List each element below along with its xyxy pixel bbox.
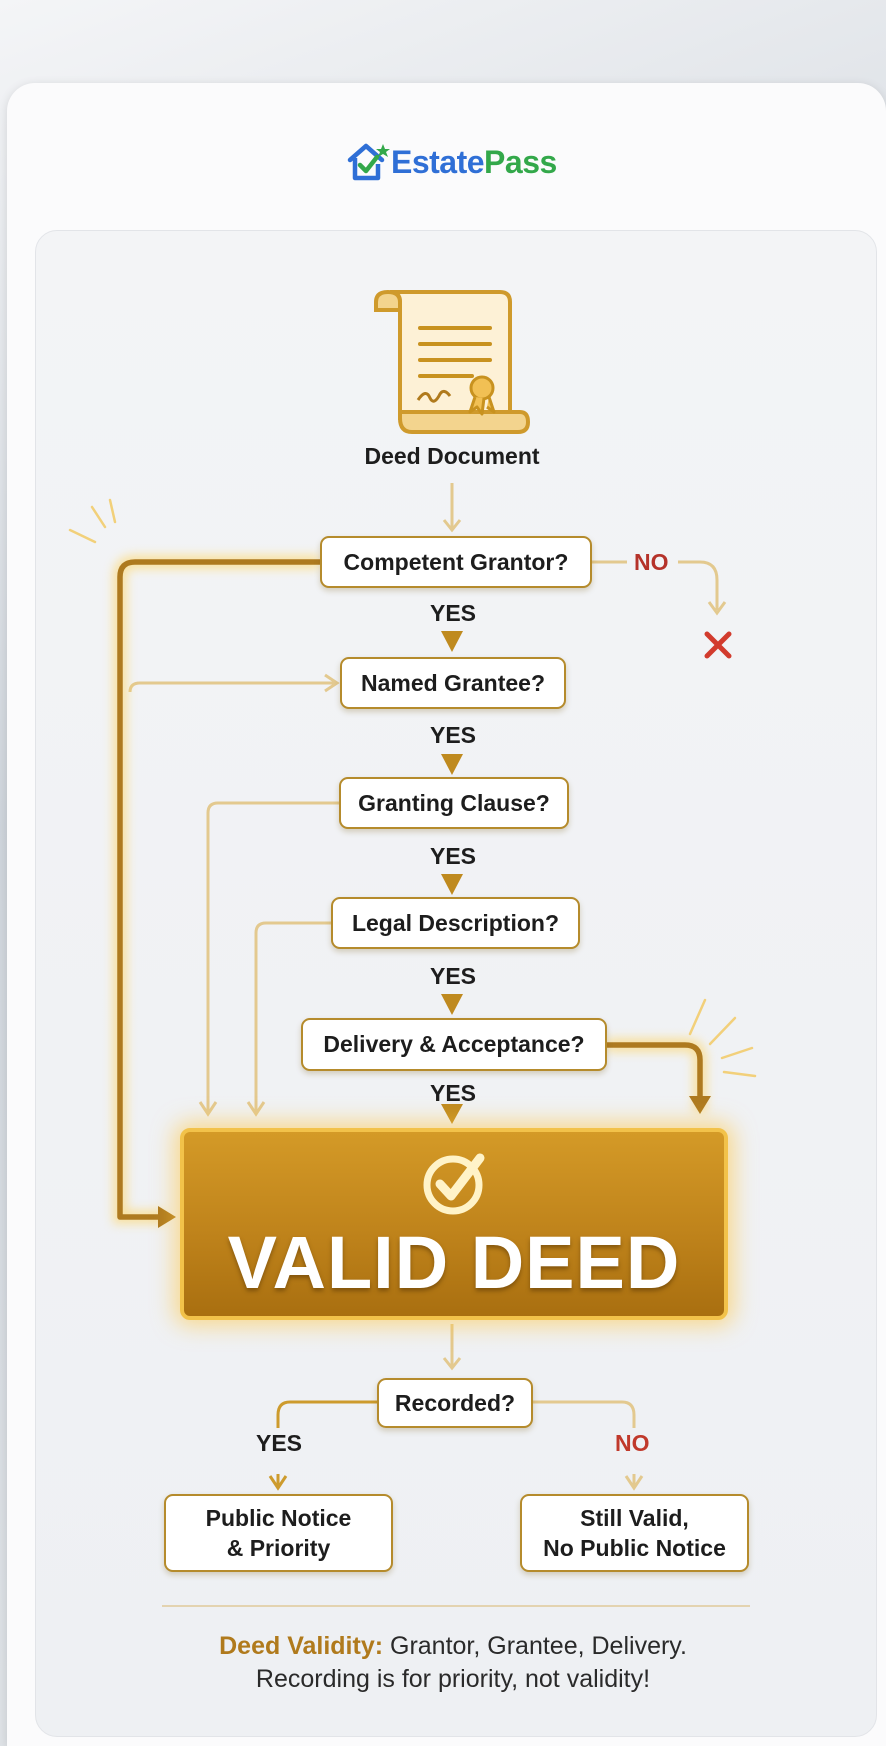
yes-label-3: YES: [430, 843, 477, 869]
yes-label-5: YES: [430, 1080, 477, 1106]
yes-label-2: YES: [430, 722, 477, 748]
yes-label-recorded: YES: [256, 1430, 303, 1456]
yes-label-4: YES: [430, 963, 477, 989]
no-label-grantor: NO: [634, 549, 669, 575]
check-circle-icon: [423, 1153, 485, 1215]
logo: EstatePass: [345, 140, 557, 184]
flowchart-panel: [35, 230, 877, 1737]
step-legal-description: Legal Description?: [331, 897, 580, 949]
divider: [162, 1605, 750, 1607]
footer-line-2: Recording is for priority, not validity!: [255, 1665, 651, 1693]
recorded-question: Recorded?: [377, 1378, 533, 1428]
yes-label-1: YES: [430, 600, 477, 626]
step-granting-clause: Granting Clause?: [339, 777, 569, 829]
footer-line-1: Deed Validity: Grantor, Grantee, Deliver…: [219, 1632, 687, 1660]
document-label: Deed Document: [364, 443, 540, 469]
reject-x-icon: [704, 631, 732, 659]
valid-deed-banner: VALID DEED: [180, 1128, 728, 1320]
outcome-still-valid: Still Valid,No Public Notice: [520, 1494, 749, 1572]
no-label-recorded: NO: [615, 1430, 650, 1456]
valid-deed-text: VALID DEED: [227, 1221, 681, 1304]
step-delivery-acceptance: Delivery & Acceptance?: [301, 1018, 607, 1071]
house-check-icon: [347, 143, 390, 181]
scroll-document-icon: [374, 289, 531, 434]
step-competent-grantor: Competent Grantor?: [320, 536, 592, 588]
step-named-grantee: Named Grantee?: [340, 657, 566, 709]
outcome-public-notice: Public Notice& Priority: [164, 1494, 393, 1572]
brand-name: EstatePass: [391, 143, 557, 180]
